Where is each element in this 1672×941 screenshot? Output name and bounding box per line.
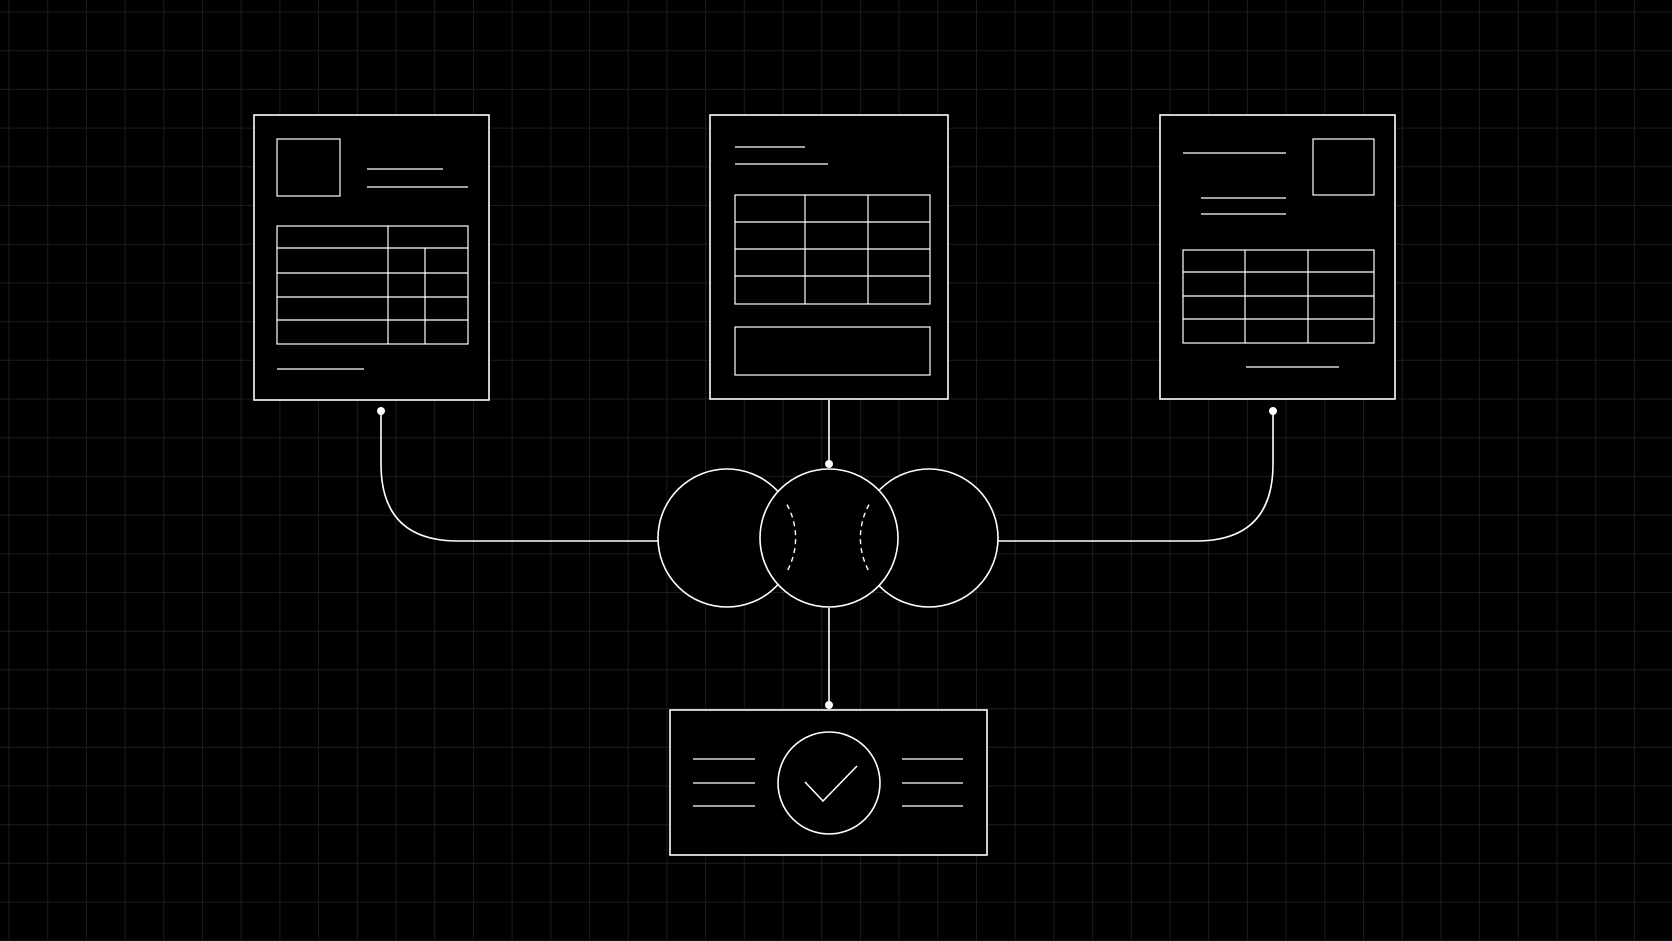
document-center-icon	[709, 114, 949, 400]
document-right-icon	[1159, 114, 1396, 400]
document-left-icon	[253, 114, 490, 401]
connector-right-dot	[1269, 407, 1277, 415]
connector-bottom-dot	[825, 701, 833, 709]
connector-center-dot	[825, 460, 833, 468]
result-card	[669, 709, 988, 856]
connector-left-dot	[377, 407, 385, 415]
connector-right	[997, 411, 1274, 542]
check-icon	[777, 731, 881, 835]
connector-left	[380, 411, 659, 542]
connectors	[377, 400, 1277, 709]
overlapping-circles-icon	[657, 468, 999, 608]
